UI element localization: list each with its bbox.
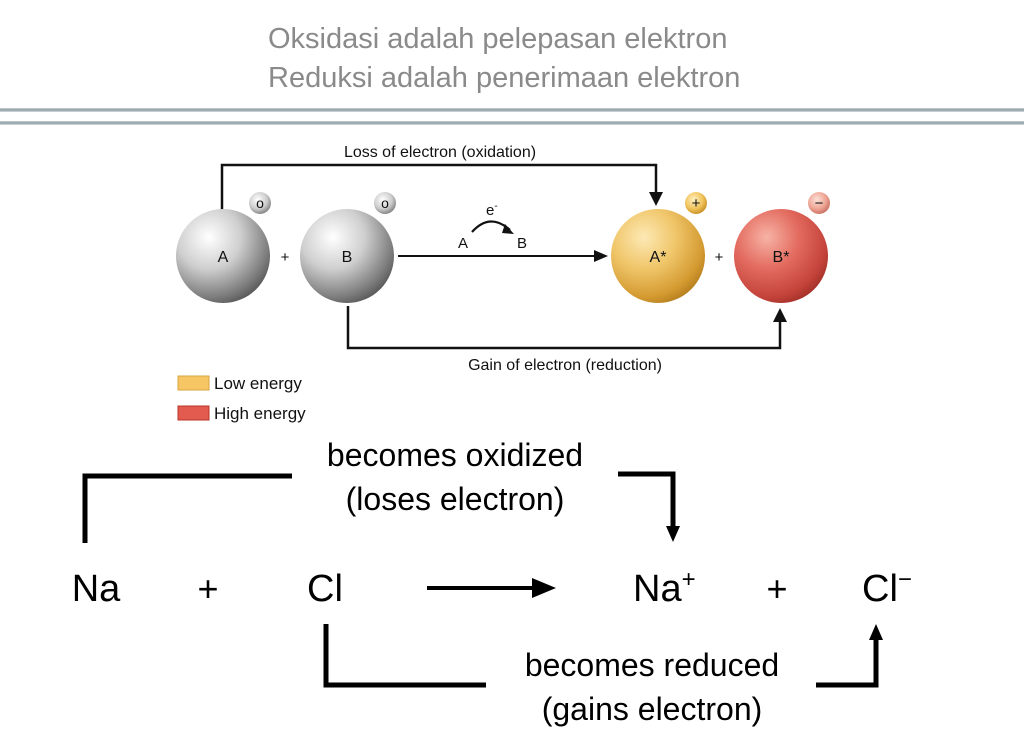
atom-b: B (300, 209, 394, 303)
reduction-arrowhead-icon (773, 308, 787, 322)
atom-b-charge-badge: o (374, 192, 396, 214)
product-chloride-ion: Cl− (862, 566, 912, 610)
header-divider-top (0, 108, 1024, 112)
svg-text:o: o (256, 195, 264, 211)
reaction-arrow (398, 250, 608, 262)
oxidized-label-line-2: (loses electron) (346, 481, 565, 517)
reduced-label-line-2: (gains electron) (542, 691, 763, 727)
atom-b-star-label: B* (773, 249, 790, 266)
equation-plus-reactants: + (197, 568, 218, 609)
electron-symbol: e- (486, 201, 498, 219)
atom-a-label: A (218, 249, 229, 266)
atom-a-charge-badge: o (249, 192, 271, 214)
legend-swatch-high-energy (177, 405, 210, 421)
equation-arrowhead-icon (532, 578, 556, 598)
equation-plus-products: + (766, 568, 787, 609)
atom-b-star: B* (734, 209, 828, 303)
electron-transfer: e- A B (458, 201, 527, 252)
product-plus-sign: + (715, 249, 724, 266)
product-sodium-ion: Na+ (633, 566, 696, 610)
reduction-label: Gain of electron (reduction) (468, 357, 662, 374)
reduced-arrowhead-icon (869, 624, 883, 640)
svg-text:o: o (381, 195, 389, 211)
slide-title-line-oxidation: Oksidasi adalah pelepasan elektron (268, 23, 728, 55)
transfer-to-label: B (517, 235, 527, 252)
reduced-label-line-1: becomes reduced (525, 647, 779, 683)
atom-b-label: B (342, 249, 353, 266)
reduction-bracket (346, 306, 787, 350)
atom-a-star: A* (611, 209, 705, 303)
atom-a-star-label: A* (650, 249, 667, 266)
legend-label-low-energy: Low energy (214, 374, 302, 393)
reaction-arrowhead-icon (594, 250, 608, 262)
energy-legend: Low energy High energy (177, 374, 306, 423)
oxidation-label: Loss of electron (oxidation) (344, 144, 536, 161)
electron-transfer-arrow-icon (502, 224, 514, 234)
reactant-plus-sign: + (281, 249, 290, 266)
svg-text:−: − (815, 195, 824, 212)
legend-swatch-low-energy (177, 375, 210, 391)
oxidation-bracket (220, 163, 663, 212)
slide-title-line-reduction: Reduksi adalah penerimaan elektron (268, 62, 741, 94)
reactant-sodium: Na (72, 568, 121, 610)
atom-b-star-charge-badge: − (808, 192, 830, 214)
legend-label-high-energy: High energy (214, 404, 306, 423)
svg-text:+: + (692, 195, 701, 212)
oxidation-arrowhead-icon (649, 192, 663, 206)
oxidized-bracket (82, 471, 680, 543)
equation-reaction-arrow (427, 578, 556, 598)
oxidized-label-line-1: becomes oxidized (327, 437, 583, 473)
oxidized-arrowhead-icon (666, 526, 680, 542)
transfer-from-label: A (458, 235, 468, 252)
reduced-bracket (323, 624, 883, 688)
header-divider-bottom (0, 121, 1024, 125)
atom-a-star-charge-badge: + (685, 192, 707, 214)
reactant-chlorine: Cl (307, 568, 343, 610)
atom-a: A (176, 209, 270, 303)
